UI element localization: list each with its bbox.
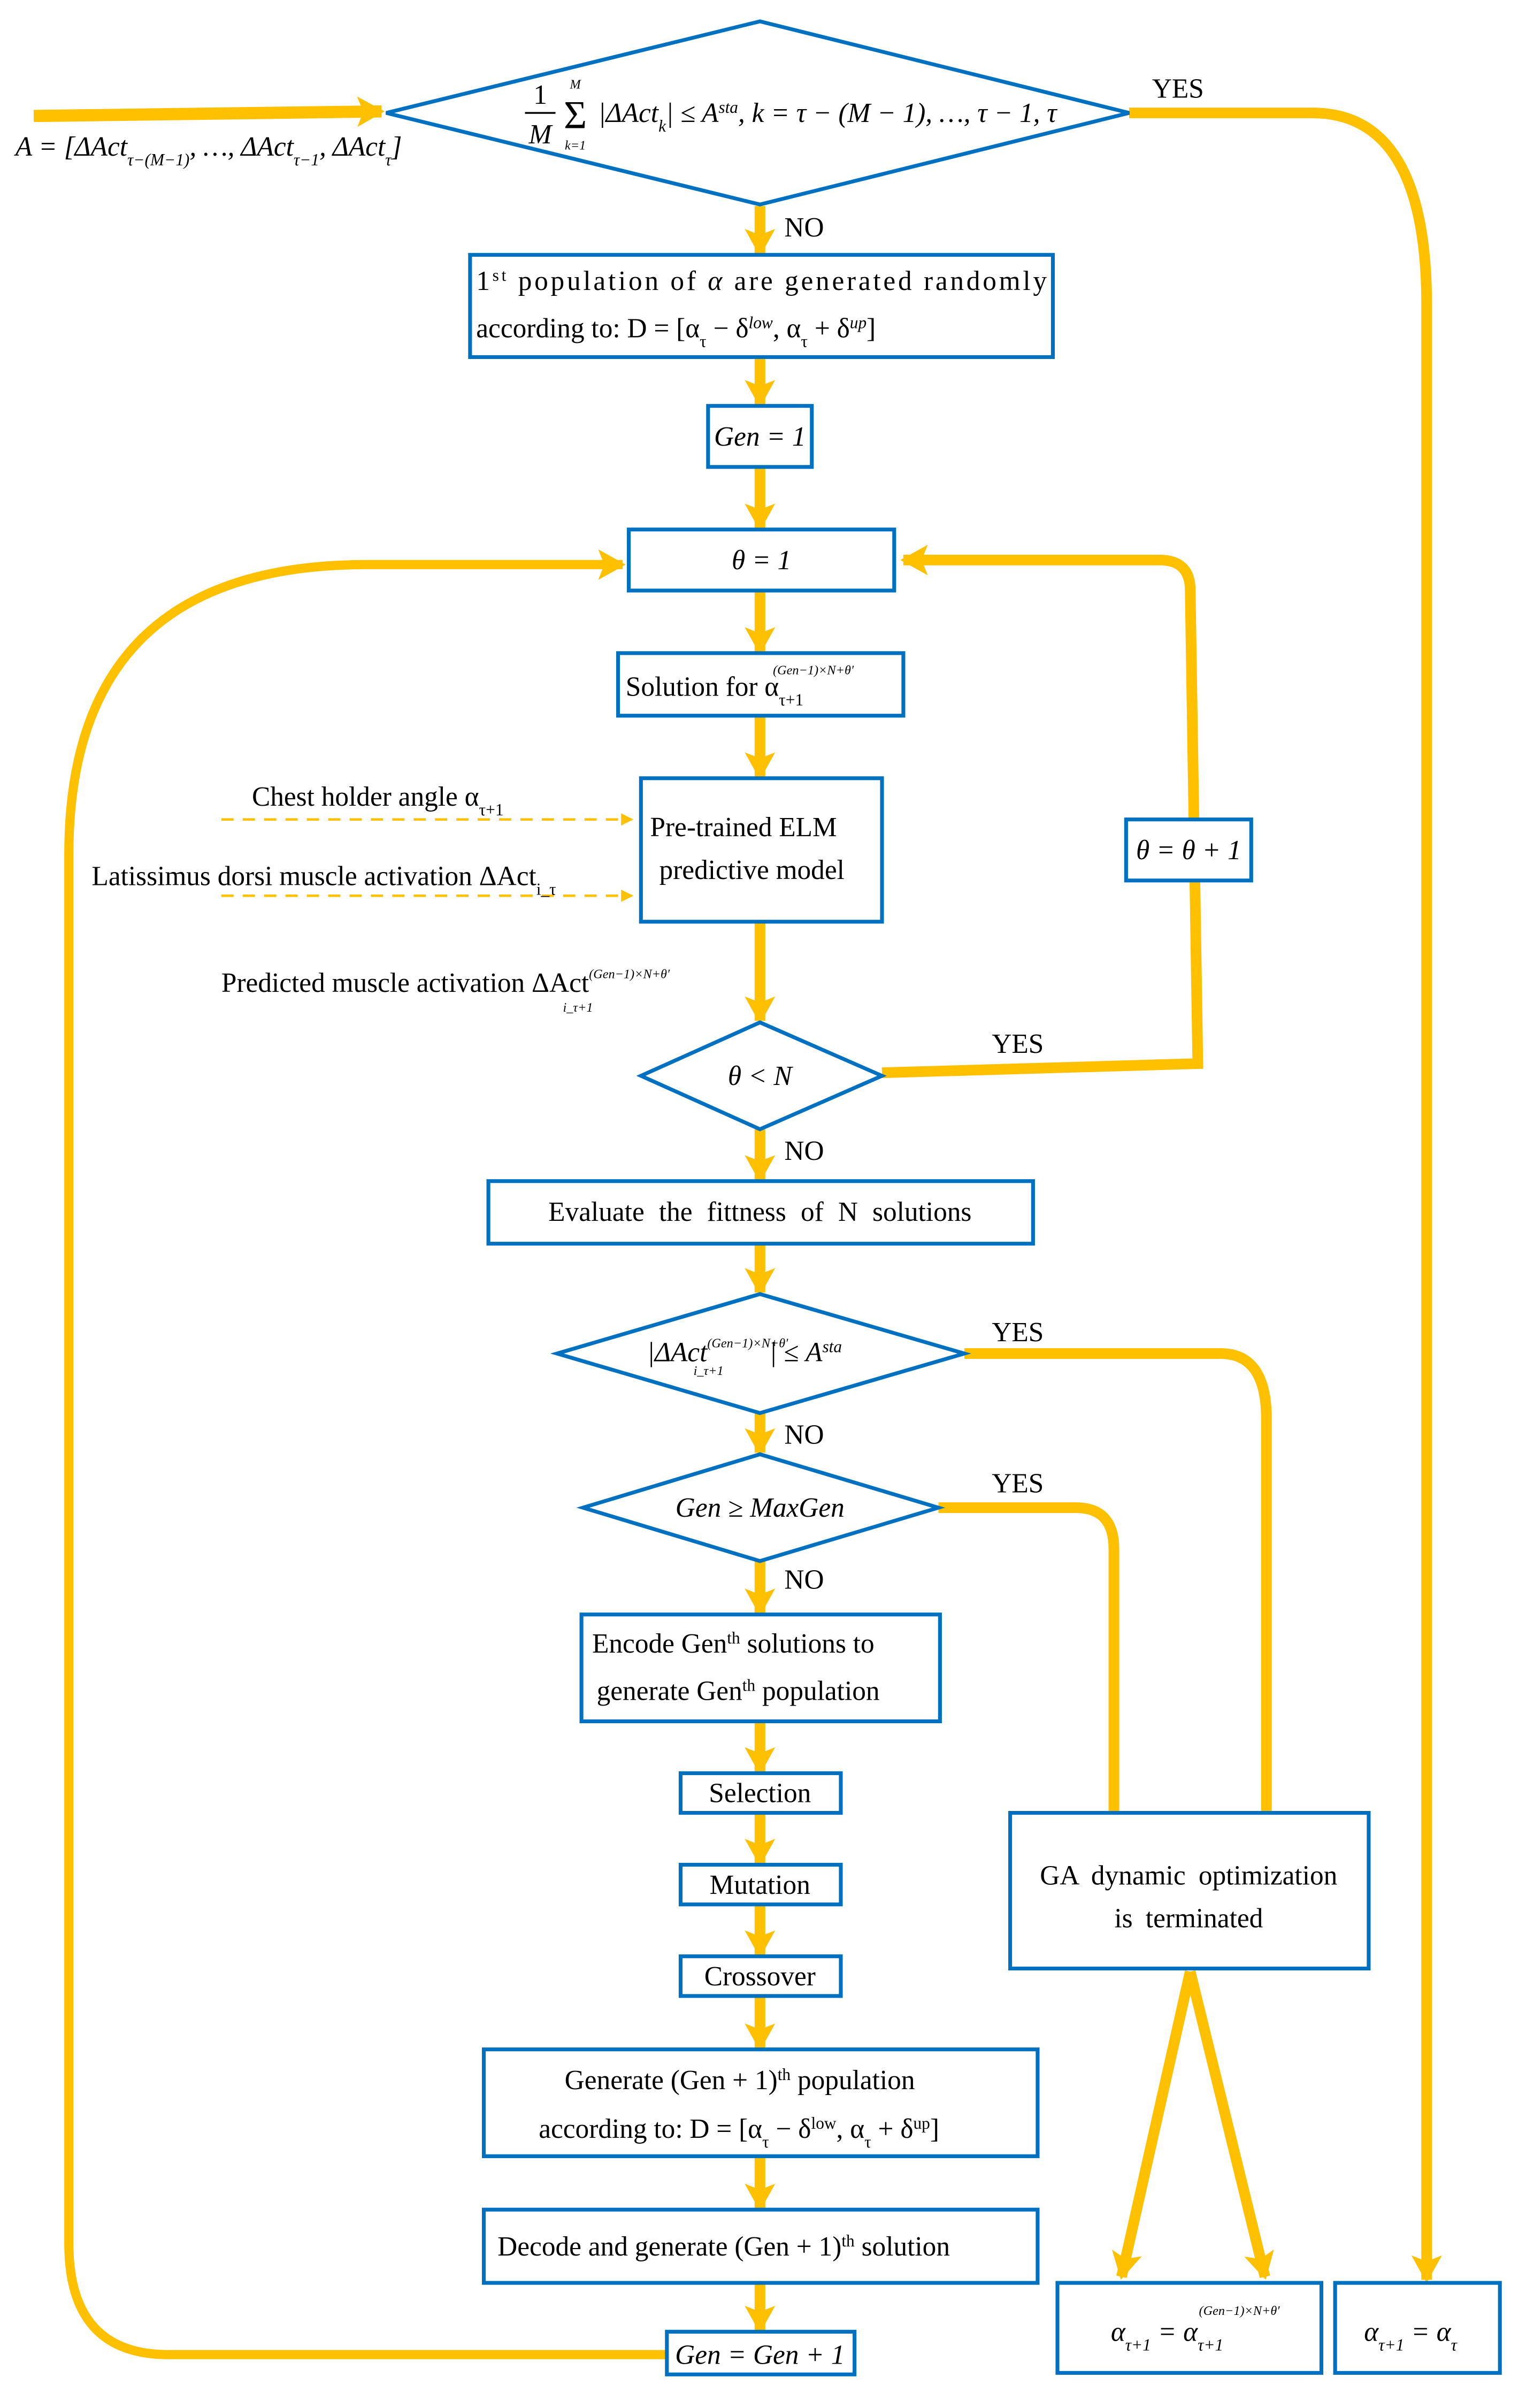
svg-text:Generate (Gen + 1)th populatio: Generate (Gen + 1)th population	[565, 2065, 915, 2096]
yes-label-fitness: YES	[992, 1317, 1044, 1348]
gen-init-box: Gen = 1	[706, 404, 814, 469]
input-vector-label: A = [ΔActτ−(M−1), …, ΔActτ−1, ΔActτ]	[14, 132, 402, 169]
svg-text:θ = θ + 1: θ = θ + 1	[1136, 835, 1241, 866]
svg-text:θ < N: θ < N	[728, 1061, 794, 1091]
decode-box: Decode and generate (Gen + 1)th solution	[481, 2207, 1040, 2285]
ga-terminated-box: GA dynamic optimization is terminated	[1008, 1811, 1371, 1971]
sum-lower: k=1	[565, 139, 586, 153]
svg-text:Crossover: Crossover	[704, 1961, 816, 1992]
svg-text:Encode Genth solutions to: Encode Genth solutions to	[592, 1629, 875, 1660]
theta-increment-box: θ = θ + 1	[1124, 817, 1253, 883]
yes-label-theta: YES	[992, 1029, 1044, 1059]
sum-symbol: Σ	[564, 94, 587, 137]
input-arrow	[33, 96, 385, 127]
gen-yes-arrow	[938, 1502, 1119, 1813]
theta-check-decision: θ < N	[636, 1020, 887, 1132]
svg-text:Gen = Gen + 1: Gen = Gen + 1	[675, 2340, 845, 2370]
svg-text:Selection: Selection	[709, 1778, 811, 1809]
fraction-denominator: M	[528, 119, 554, 150]
svg-text:predictive model: predictive model	[660, 855, 845, 885]
ga-to-output-right	[1185, 1970, 1274, 2280]
svg-text:θ = 1: θ = 1	[732, 545, 791, 576]
fraction-numerator: 1	[533, 80, 547, 110]
svg-text:ατ+1 = ατ+1(Gen−1)×N+θ′: ατ+1 = ατ+1(Gen−1)×N+θ′	[1111, 2304, 1280, 2354]
svg-text:Mutation: Mutation	[710, 1870, 810, 1900]
no-label-fitness: NO	[784, 1419, 824, 1450]
theta-init-box: θ = 1	[626, 528, 896, 593]
svg-text:Decode and generate (Gen + 1)t: Decode and generate (Gen + 1)th solution	[497, 2231, 950, 2261]
ga-to-output-left	[1111, 1970, 1195, 2280]
no-label-stable: NO	[784, 212, 824, 243]
fitness-check-decision: |ΔAct(Gen−1)×N+θ′i_τ+1| ≤ Asta	[550, 1292, 971, 1415]
output-keep-box: ατ+1 = ατ	[1333, 2281, 1502, 2375]
no-label-gen: NO	[784, 1564, 824, 1595]
svg-text:GA dynamic optimization: GA dynamic optimization	[1040, 1861, 1337, 1891]
solution-box: Solution for ατ+1(Gen−1)×N+θ′	[616, 651, 906, 718]
crossover-box: Crossover	[678, 1954, 843, 1998]
gen-increment-box: Gen = Gen + 1	[665, 2329, 857, 2376]
svg-text:according to: D = [ατ − δlow,: according to: D = [ατ − δlow, ατ + δup]	[476, 313, 876, 350]
elm-model-box: Pre-trained ELM predictive model	[639, 776, 884, 924]
svg-text:Gen ≥ MaxGen: Gen ≥ MaxGen	[676, 1493, 845, 1523]
svg-text:is terminated: is terminated	[1114, 1904, 1263, 1934]
svg-text:|ΔAct(Gen−1)×N+θ′i_τ+1| ≤ Asta: |ΔAct(Gen−1)×N+θ′i_τ+1| ≤ Asta	[647, 1336, 842, 1378]
svg-text:according to: D = [ατ − δlow,: according to: D = [ατ − δlow, ατ + δup]	[539, 2114, 939, 2151]
generation-loop	[64, 549, 667, 2359]
chest-angle-input-label: Chest holder angle ατ+1	[252, 782, 504, 819]
stable-yes-arrow	[1129, 108, 1442, 2283]
gen-check-decision: Gen ≥ MaxGen	[576, 1452, 945, 1563]
svg-text:Gen = 1: Gen = 1	[714, 422, 806, 452]
mutation-box: Mutation	[678, 1862, 843, 1907]
svg-text:Solution for ατ+1(Gen−1)×N+θ′: Solution for ατ+1(Gen−1)×N+θ′	[626, 663, 854, 709]
predicted-activation-label: Predicted muscle activation ΔAct(Gen−1)×…	[221, 967, 670, 1015]
svg-text:Evaluate the fittness of N sol: Evaluate the fittness of N solutions	[548, 1197, 971, 1227]
connectors	[33, 96, 1442, 2359]
stability-check-decision: 1 M Σ M k=1 |ΔActk| ≤ Asta, k = τ − (M −…	[386, 19, 1130, 207]
encode-box: Encode Genth solutions to generate Genth…	[579, 1612, 942, 1724]
generate-next-box: Generate (Gen + 1)th population accordin…	[481, 2047, 1040, 2158]
theta-yes-loop	[881, 545, 1203, 1079]
svg-text:1st population of α are genera: 1st population of α are generated random…	[476, 265, 1047, 296]
yes-label-gen: YES	[992, 1469, 1044, 1499]
sum-upper: M	[570, 77, 582, 91]
svg-text:generate Genth population: generate Genth population	[597, 1676, 880, 1707]
stability-condition: |ΔActk| ≤ Asta, k = τ − (M − 1), …, τ − …	[598, 98, 1057, 135]
evaluate-box: Evaluate the fittness of N solutions	[486, 1179, 1035, 1246]
yes-label-stable: YES	[1152, 74, 1204, 104]
svg-text:Pre-trained ELM: Pre-trained ELM	[650, 812, 837, 843]
selection-box: Selection	[678, 1771, 843, 1815]
latissimus-input-label: Latissimus dorsi muscle activation ΔActi…	[91, 861, 556, 898]
no-label-theta: NO	[784, 1136, 824, 1166]
output-optimized-box: ατ+1 = ατ+1(Gen−1)×N+θ′	[1055, 2281, 1324, 2375]
fitness-yes-arrow	[964, 1348, 1272, 1813]
svg-text:ατ+1 = ατ: ατ+1 = ατ	[1364, 2317, 1458, 2354]
